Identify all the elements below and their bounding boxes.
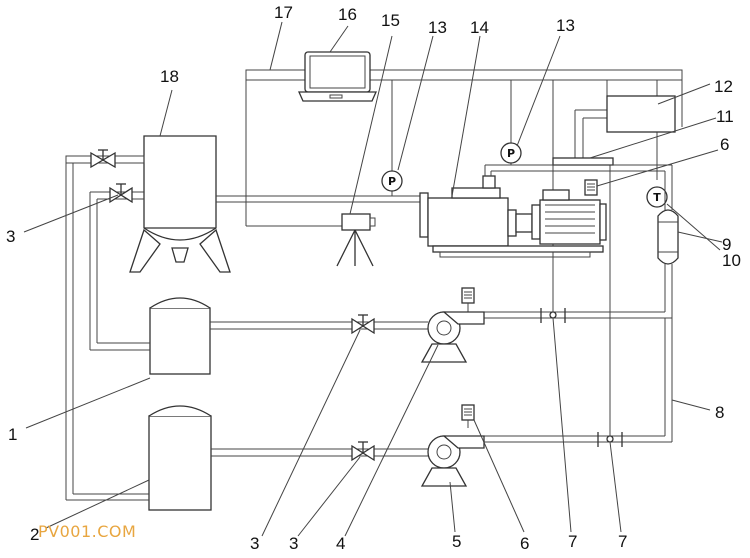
label-14: 14 bbox=[470, 18, 489, 37]
laptop-icon bbox=[297, 51, 378, 102]
label-11: 11 bbox=[716, 107, 734, 126]
label-7: 7 bbox=[568, 532, 577, 551]
label-7: 7 bbox=[618, 532, 627, 551]
label-13: 13 bbox=[428, 18, 447, 37]
callout-labels: 1 2 3 3 3 4 5 6 7 7 8 9 10 6 11 12 13 13… bbox=[6, 3, 741, 553]
leader-lines bbox=[23, 21, 723, 537]
label-8: 8 bbox=[715, 403, 724, 422]
tank-1 bbox=[149, 297, 211, 375]
pressure-gauge-icon: P bbox=[381, 168, 403, 196]
svg-text:T: T bbox=[653, 191, 661, 204]
valve-icon bbox=[351, 441, 375, 462]
label-6: 6 bbox=[520, 534, 529, 553]
upper-pump-piping bbox=[210, 311, 672, 330]
lower-pump-piping bbox=[211, 318, 673, 457]
camera-icon bbox=[336, 213, 376, 267]
label-4: 4 bbox=[336, 534, 345, 553]
label-9: 9 bbox=[722, 235, 731, 254]
valve-icon bbox=[351, 314, 375, 335]
flow-meter-inline bbox=[540, 308, 566, 323]
flow-meter-icon bbox=[461, 287, 475, 312]
test-pump-assembly bbox=[419, 175, 607, 258]
centrifugal-pump-lower bbox=[420, 435, 485, 487]
centrifugal-pump-upper bbox=[420, 311, 485, 363]
label-18: 18 bbox=[160, 67, 179, 86]
return-piping bbox=[65, 155, 150, 501]
flow-meter-icon bbox=[584, 179, 598, 196]
watermark: PV001.COM bbox=[38, 522, 136, 541]
flow-meter-inline bbox=[597, 432, 623, 447]
discharge-line bbox=[484, 164, 665, 176]
label-3: 3 bbox=[289, 534, 298, 553]
label-16: 16 bbox=[338, 5, 357, 24]
valve-icon bbox=[90, 149, 116, 169]
label-13: 13 bbox=[556, 16, 575, 35]
label-3: 3 bbox=[250, 534, 259, 553]
label-10: 10 bbox=[722, 251, 741, 270]
connector-strip bbox=[552, 157, 614, 166]
suction-line-main bbox=[216, 195, 420, 203]
heat-exchanger bbox=[657, 164, 679, 318]
label-17: 17 bbox=[274, 3, 293, 22]
label-12: 12 bbox=[714, 77, 733, 96]
svg-text:P: P bbox=[507, 147, 515, 160]
supply-tank bbox=[129, 135, 231, 273]
pressure-gauge-icon: P bbox=[500, 142, 522, 165]
label-15: 15 bbox=[381, 11, 400, 30]
tank-2 bbox=[148, 405, 212, 511]
temperature-gauge-icon: T bbox=[646, 186, 668, 208]
flow-meter-icon bbox=[461, 404, 475, 428]
svg-text:P: P bbox=[388, 175, 396, 188]
valve-icon bbox=[109, 183, 133, 204]
label-5: 5 bbox=[452, 532, 461, 551]
label-2: 2 bbox=[30, 525, 39, 544]
label-1: 1 bbox=[8, 425, 17, 444]
label-6: 6 bbox=[720, 135, 729, 154]
label-3: 3 bbox=[6, 227, 15, 246]
